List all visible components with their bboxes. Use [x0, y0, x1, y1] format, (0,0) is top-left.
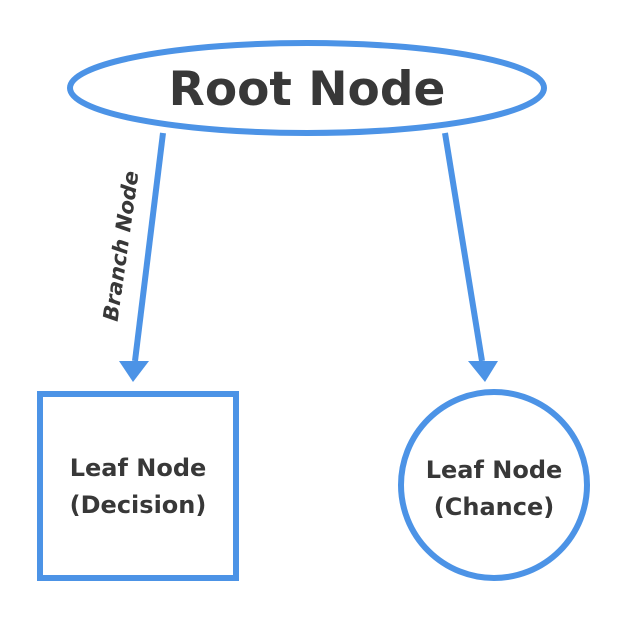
left-arrowhead-icon [119, 361, 149, 382]
root-node-ellipse [67, 40, 547, 136]
left-branch-line [132, 132, 166, 362]
leaf-chance-label-line1: Leaf Node [426, 456, 563, 484]
right-arrowhead-icon [468, 361, 498, 382]
leaf-chance-label-line2: (Chance) [434, 493, 554, 521]
leaf-decision-label-line2: (Decision) [70, 491, 207, 519]
branch-node-label: Branch Node [99, 169, 144, 322]
root-node-label: Root Node [169, 62, 446, 117]
leaf-decision-square [37, 391, 239, 581]
leaf-chance-circle [398, 389, 590, 581]
leaf-decision-label-line1: Leaf Node [70, 454, 207, 482]
right-branch-line [442, 132, 485, 362]
